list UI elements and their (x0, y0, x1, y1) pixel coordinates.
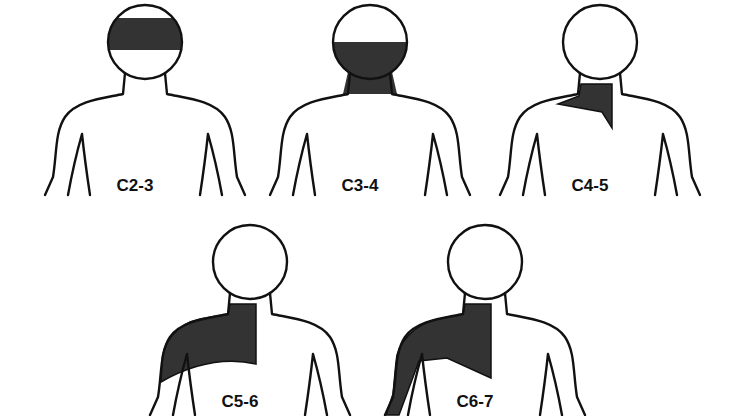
level-label: C6-7 (457, 392, 494, 412)
body-figure (150, 225, 350, 415)
body-outline (45, 5, 245, 195)
body-outline (385, 225, 585, 415)
body-outline (150, 225, 350, 415)
body-figure (385, 225, 585, 415)
level-label: C2-3 (117, 176, 154, 196)
pain-region (161, 304, 256, 382)
level-label: C5-6 (222, 392, 259, 412)
body-figure (500, 5, 700, 195)
pain-region (105, 18, 185, 50)
body-figure (45, 5, 245, 195)
pain-region (558, 84, 612, 128)
body-figure (270, 5, 470, 195)
level-label: C4-5 (572, 176, 609, 196)
level-label: C3-4 (342, 176, 379, 196)
body-outline (500, 5, 700, 195)
body-outline (270, 5, 470, 195)
